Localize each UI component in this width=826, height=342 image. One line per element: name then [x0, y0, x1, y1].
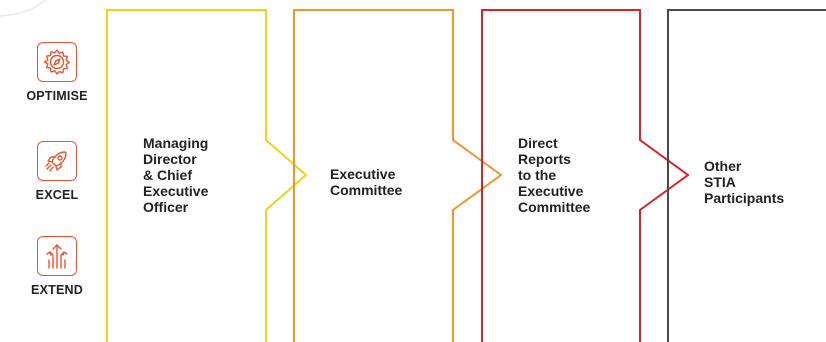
- pillar-optimise: OPTIMISE: [12, 42, 102, 103]
- stage-label-direct-reports: Direct Reports to the Executive Committe…: [518, 135, 591, 215]
- pillar-label-excel: EXCEL: [35, 188, 79, 202]
- stage-label-managing-director: Managing Director & Chief Executive Offi…: [143, 135, 209, 215]
- decorative-arc: [0, 0, 46, 17]
- stage-outline-other-participants: [667, 9, 826, 342]
- stage-label-other-participants: Other STIA Participants: [704, 158, 785, 206]
- pillar-excel: EXCEL: [12, 141, 102, 202]
- stage-outline-managing-director: [106, 9, 308, 342]
- stage-outline-direct-reports: [481, 9, 690, 342]
- rocket-icon: [37, 141, 77, 181]
- pillar-label-optimise: OPTIMISE: [26, 89, 88, 103]
- stage-label-executive-committee: Executive Committee: [330, 166, 403, 198]
- stage-outline-executive-committee: [293, 9, 503, 342]
- pillar-label-extend: EXTEND: [31, 283, 83, 297]
- gear-compass-icon: [37, 42, 77, 82]
- growth-arrows-icon: [37, 236, 77, 276]
- pillar-extend: EXTEND: [12, 236, 102, 297]
